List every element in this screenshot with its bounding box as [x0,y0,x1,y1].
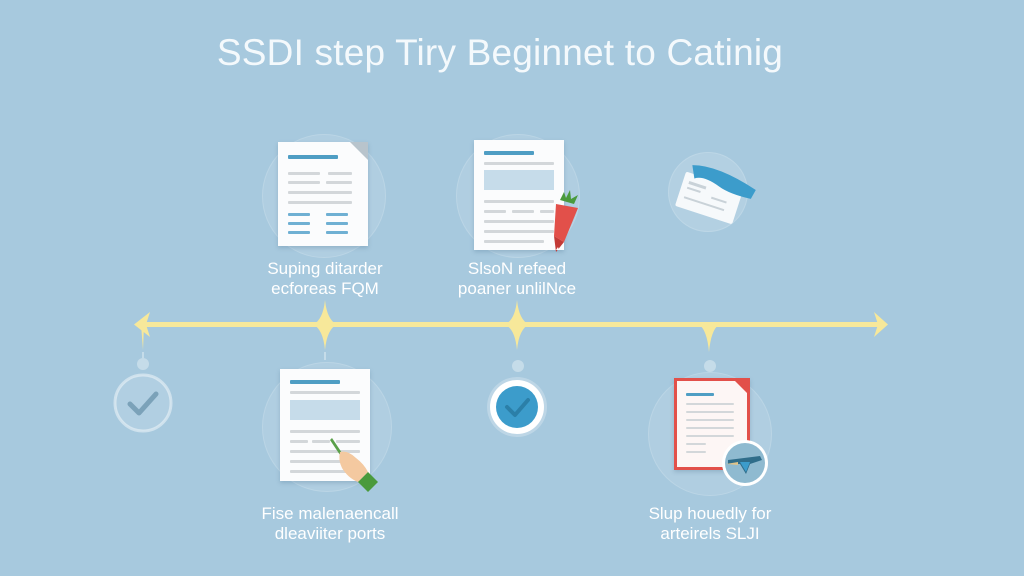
step-2-label: SlsoN refeed poaner unlilNce [397,259,637,299]
signing-document-icon [280,369,370,481]
id-card-icon [675,165,756,224]
step-0-stem [142,352,144,358]
step-1-label-line1: Suping ditarder [267,259,383,278]
step-5-knob [512,360,524,372]
step-4-label-line2: dleaviiter ports [274,524,386,543]
step-4-label-line1: Fise malenaencall [261,504,399,523]
step-4-stem [324,352,326,360]
page-title: SSDI step Tiry Beginnet to Catinig [216,32,784,73]
step-2-label-line2: poaner unlilNce [457,279,577,298]
check-circle-outline-icon [113,373,173,433]
document-icon [474,140,564,250]
pen-badge-icon [722,440,768,486]
step-4-label: Fise malenaencall dleaviiter ports [210,504,450,544]
step-6-knob [704,360,716,372]
document-icon [278,142,368,246]
hand-pen-icon [330,438,378,492]
check-circle-filled-icon [487,377,547,437]
step-6-label: Slup houedly for arteirels SLJI [590,504,830,544]
step-2-label-line1: SlsoN refeed [467,259,567,278]
step-0-knob [137,358,149,370]
step-1-label: Suping ditarder ecforeas FQM [205,259,445,299]
step-6-label-line1: Slup houedly for [648,504,772,523]
step-6-label-line2: arteirels SLJI [660,524,760,543]
step-1-label-line2: ecforeas FQM [271,279,379,298]
pencil-icon [554,190,578,252]
